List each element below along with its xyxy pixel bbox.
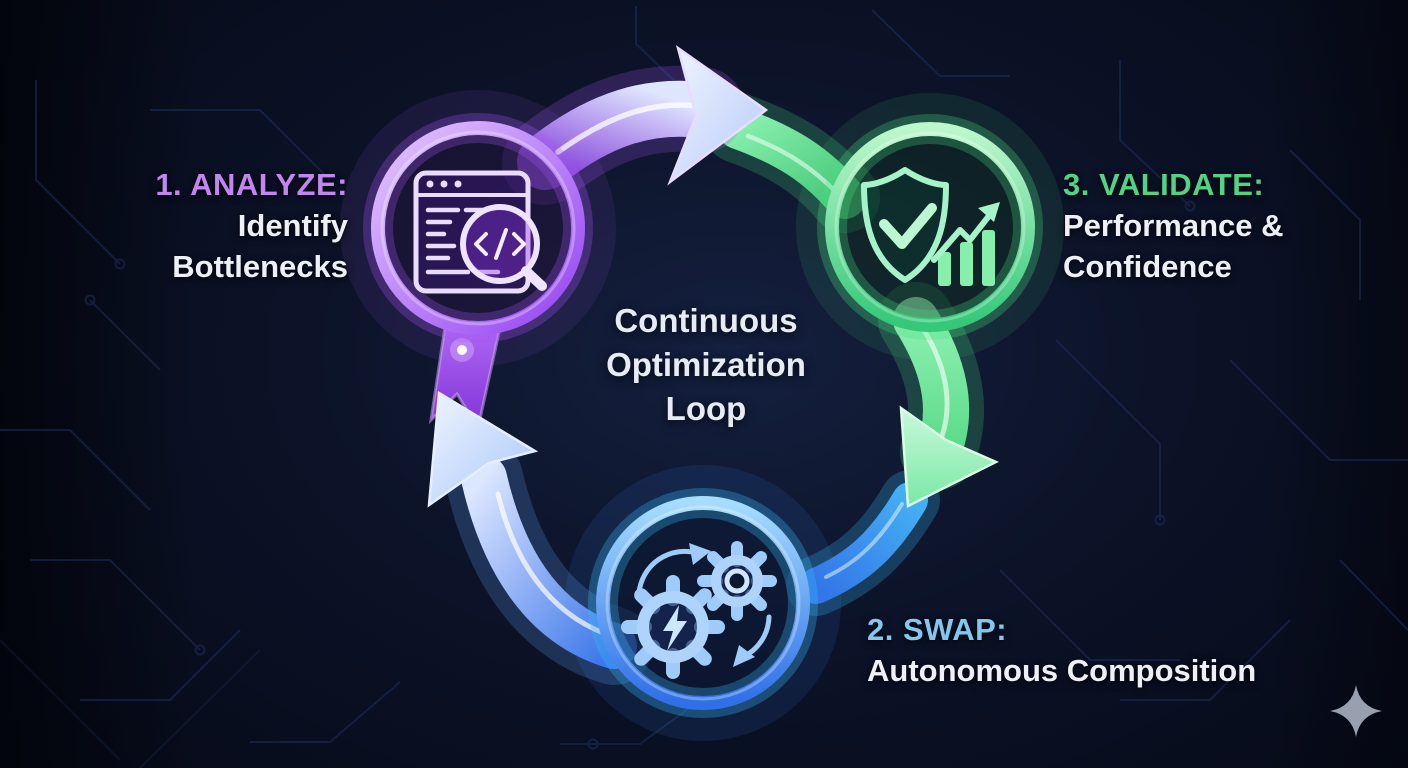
shield-check-chart-icon — [861, 167, 1000, 286]
arrow-swap-to-analyze — [427, 390, 653, 685]
arrow-analyze-to-validate — [502, 45, 880, 233]
loop-title: Continuous Optimization Loop — [576, 299, 836, 431]
step-1-heading: 1. ANALYZE: — [155, 167, 348, 202]
step-3-description-line: Confidence — [1063, 249, 1232, 284]
code-search-icon — [413, 170, 547, 294]
step-3-description-line: Performance & — [1063, 208, 1284, 243]
step-2-description-line: Autonomous Composition — [867, 653, 1257, 688]
step-1-description-line: Identify — [237, 208, 348, 243]
loop-title-line: Loop — [665, 390, 747, 427]
step-3-validate-label: 3. VALIDATE: Performance & Confidence — [1063, 164, 1403, 287]
step-3-heading: 3. VALIDATE: — [1063, 167, 1265, 202]
arrow-validate-to-swap — [786, 282, 999, 616]
gears-swap-icon — [621, 541, 777, 679]
circuit-traces — [0, 6, 1408, 768]
step-2-swap-label: 2. SWAP: Autonomous Composition — [867, 609, 1337, 691]
step-1-analyze-label: 1. ANALYZE: Identify Bottlenecks — [58, 164, 348, 287]
step-1-description-line: Bottlenecks — [172, 249, 348, 284]
four-point-sparkle-icon — [1330, 685, 1382, 737]
loop-title-line: Continuous — [614, 302, 798, 339]
step-2-heading: 2. SWAP: — [867, 612, 1008, 647]
loop-title-line: Optimization — [606, 346, 806, 383]
